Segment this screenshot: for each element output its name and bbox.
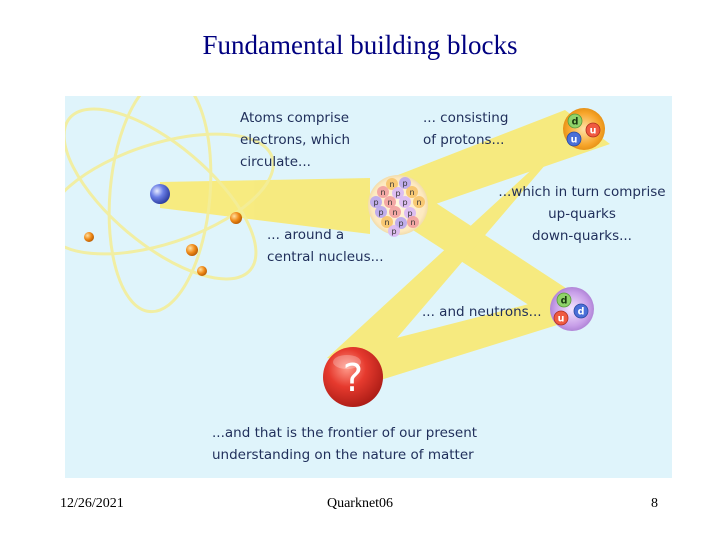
- quark-u: [566, 131, 582, 147]
- nucleon-letter: p: [373, 198, 378, 207]
- nucleon-neutron: [386, 178, 398, 190]
- slide-title: Fundamental building blocks: [202, 30, 518, 60]
- label-atoms: Atoms comprise electrons, which circulat…: [240, 110, 351, 170]
- nucleon-neutron: [384, 196, 396, 208]
- nucleon-proton: [399, 177, 411, 189]
- nucleon-neutron: [381, 216, 393, 228]
- label-frontier: ...and that is the frontier of our prese…: [212, 425, 478, 463]
- quark-u: [585, 122, 601, 138]
- beam-to-question: [327, 116, 590, 366]
- neutron-quark-2: u: [558, 314, 565, 325]
- electron: [84, 232, 94, 242]
- label-nucleus: ... around a central nucleus...: [267, 227, 384, 265]
- proton-ball: d u u: [563, 108, 605, 150]
- nucleon-letter: n: [410, 218, 415, 227]
- footer-date: 12/26/2021: [60, 496, 124, 511]
- atom-core: [150, 184, 170, 204]
- nucleon-neutron: [406, 186, 418, 198]
- neutron-quark-3: d: [578, 307, 585, 318]
- footer-page-number: 8: [651, 496, 658, 511]
- nucleon-letter: p: [402, 198, 407, 207]
- light-beams: [160, 110, 610, 388]
- beam-question-neutron: [355, 296, 570, 388]
- nucleon-proton: [388, 225, 400, 237]
- nucleon-proton: [395, 217, 407, 229]
- nucleon-neutron: [377, 186, 389, 198]
- electron-orbits: [65, 96, 275, 314]
- quark-d: [556, 292, 572, 308]
- nucleon-letter: p: [395, 189, 400, 198]
- nucleon-letter: p: [391, 227, 396, 236]
- nucleon-letter: p: [398, 219, 403, 228]
- nucleon-neutron: [389, 206, 401, 218]
- proton-quark-3: u: [571, 135, 578, 146]
- proton-quark-2: u: [590, 126, 597, 137]
- nucleon-proton: [375, 206, 387, 218]
- nucleon-letter: n: [392, 208, 397, 217]
- nucleon-letter: p: [407, 209, 412, 218]
- nucleon-proton: [392, 187, 404, 199]
- electrons: [84, 212, 242, 276]
- nucleon-letter: p: [402, 179, 407, 188]
- nucleon-letter: n: [384, 218, 389, 227]
- beam-nucleus-to-proton: [380, 110, 610, 218]
- nucleon-proton: [370, 196, 382, 208]
- nucleon-letter: n: [380, 188, 385, 197]
- electron: [186, 244, 198, 256]
- beam-atom-to-nucleus: [160, 178, 370, 234]
- neutron-quark-1: d: [561, 296, 568, 307]
- question-ball: ?: [323, 347, 383, 407]
- nucleon-neutron: [413, 196, 425, 208]
- nucleon-neutron: [407, 216, 419, 228]
- nucleon-letter: n: [389, 180, 394, 189]
- label-quarks: ...which in turn comprise up-quarks down…: [498, 184, 666, 244]
- electron: [197, 266, 207, 276]
- label-neutrons: ... and neutrons...: [422, 304, 542, 320]
- footer-center: Quarknet06: [326, 496, 394, 511]
- nucleon-proton: [399, 196, 411, 208]
- quark-d: [573, 303, 589, 319]
- nucleon-letter: p: [378, 208, 383, 217]
- quark-d: [567, 113, 583, 129]
- nucleon-letter: n: [409, 188, 414, 197]
- nucleon-letter: n: [416, 198, 421, 207]
- nucleon-letter: n: [387, 198, 392, 207]
- quark-u: [553, 310, 569, 326]
- neutron-ball: d u d: [550, 287, 594, 331]
- electron: [230, 212, 242, 224]
- question-mark: ?: [343, 356, 363, 400]
- proton-quark-1: d: [572, 117, 579, 128]
- label-protons: ... consisting of protons...: [423, 110, 509, 148]
- beam-nucleus-to-neutron: [385, 186, 575, 322]
